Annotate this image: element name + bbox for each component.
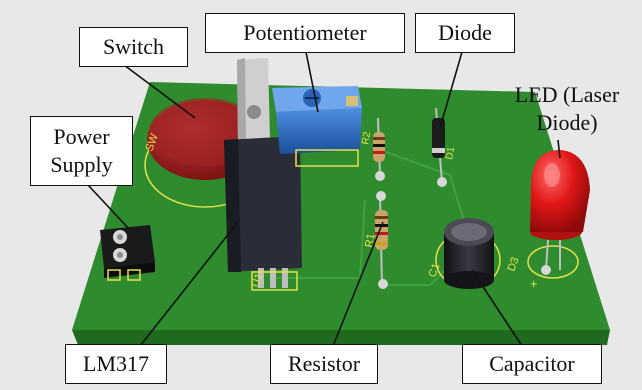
label-capacitor: Capacitor (462, 344, 602, 384)
label-diode-text: Diode (438, 20, 492, 45)
label-switch-text: Switch (102, 34, 165, 59)
diode-d1: D1 (432, 107, 457, 187)
label-lm317: LM317 (65, 344, 167, 384)
leader-diode (439, 51, 463, 129)
leader-resistor (332, 221, 384, 347)
leader-capacitor (471, 269, 523, 347)
label-lm317-text: LM317 (83, 351, 149, 376)
silkscreen-r2: R2 (360, 131, 373, 146)
label-led-line2: Diode) (536, 110, 598, 135)
leader-led (557, 139, 561, 159)
label-capacitor-text: Capacitor (489, 351, 575, 376)
label-potentiometer-text: Potentiometer (243, 20, 367, 45)
leader-switch (119, 61, 196, 119)
label-power-line2: Supply (50, 152, 113, 177)
leader-potentiometer (305, 51, 319, 113)
silkscreen-c1: C1 (427, 262, 443, 279)
capacitor-c1: C1 (427, 218, 501, 289)
label-resistor-text: Resistor (287, 351, 361, 376)
power-supply-connector (100, 225, 155, 281)
label-led: LED (Laser Diode) (494, 78, 640, 140)
silkscreen-sw: SW (144, 132, 162, 153)
leader-power-supply (87, 184, 131, 231)
silkscreen-plus: + (530, 276, 538, 291)
label-resistor: Resistor (270, 344, 378, 384)
label-diode: Diode (415, 13, 515, 53)
label-led-line1: LED (Laser (514, 82, 620, 107)
label-power-line1: Power (53, 124, 110, 149)
resistor-r2: R2 (360, 117, 385, 181)
lm317-regulator: U1 (224, 58, 302, 291)
silkscreen-u1: U1 (250, 272, 266, 289)
potentiometer-component (272, 86, 362, 167)
led-d3: D3 + (506, 150, 590, 291)
label-switch: Switch (79, 27, 188, 67)
silkscreen-d1: D1 (444, 146, 457, 161)
leader-lines (87, 51, 561, 347)
label-potentiometer: Potentiometer (205, 13, 405, 53)
label-power-supply: Power Supply (30, 116, 133, 186)
silkscreen-d3: D3 (506, 256, 522, 273)
leader-lm317 (139, 221, 239, 347)
